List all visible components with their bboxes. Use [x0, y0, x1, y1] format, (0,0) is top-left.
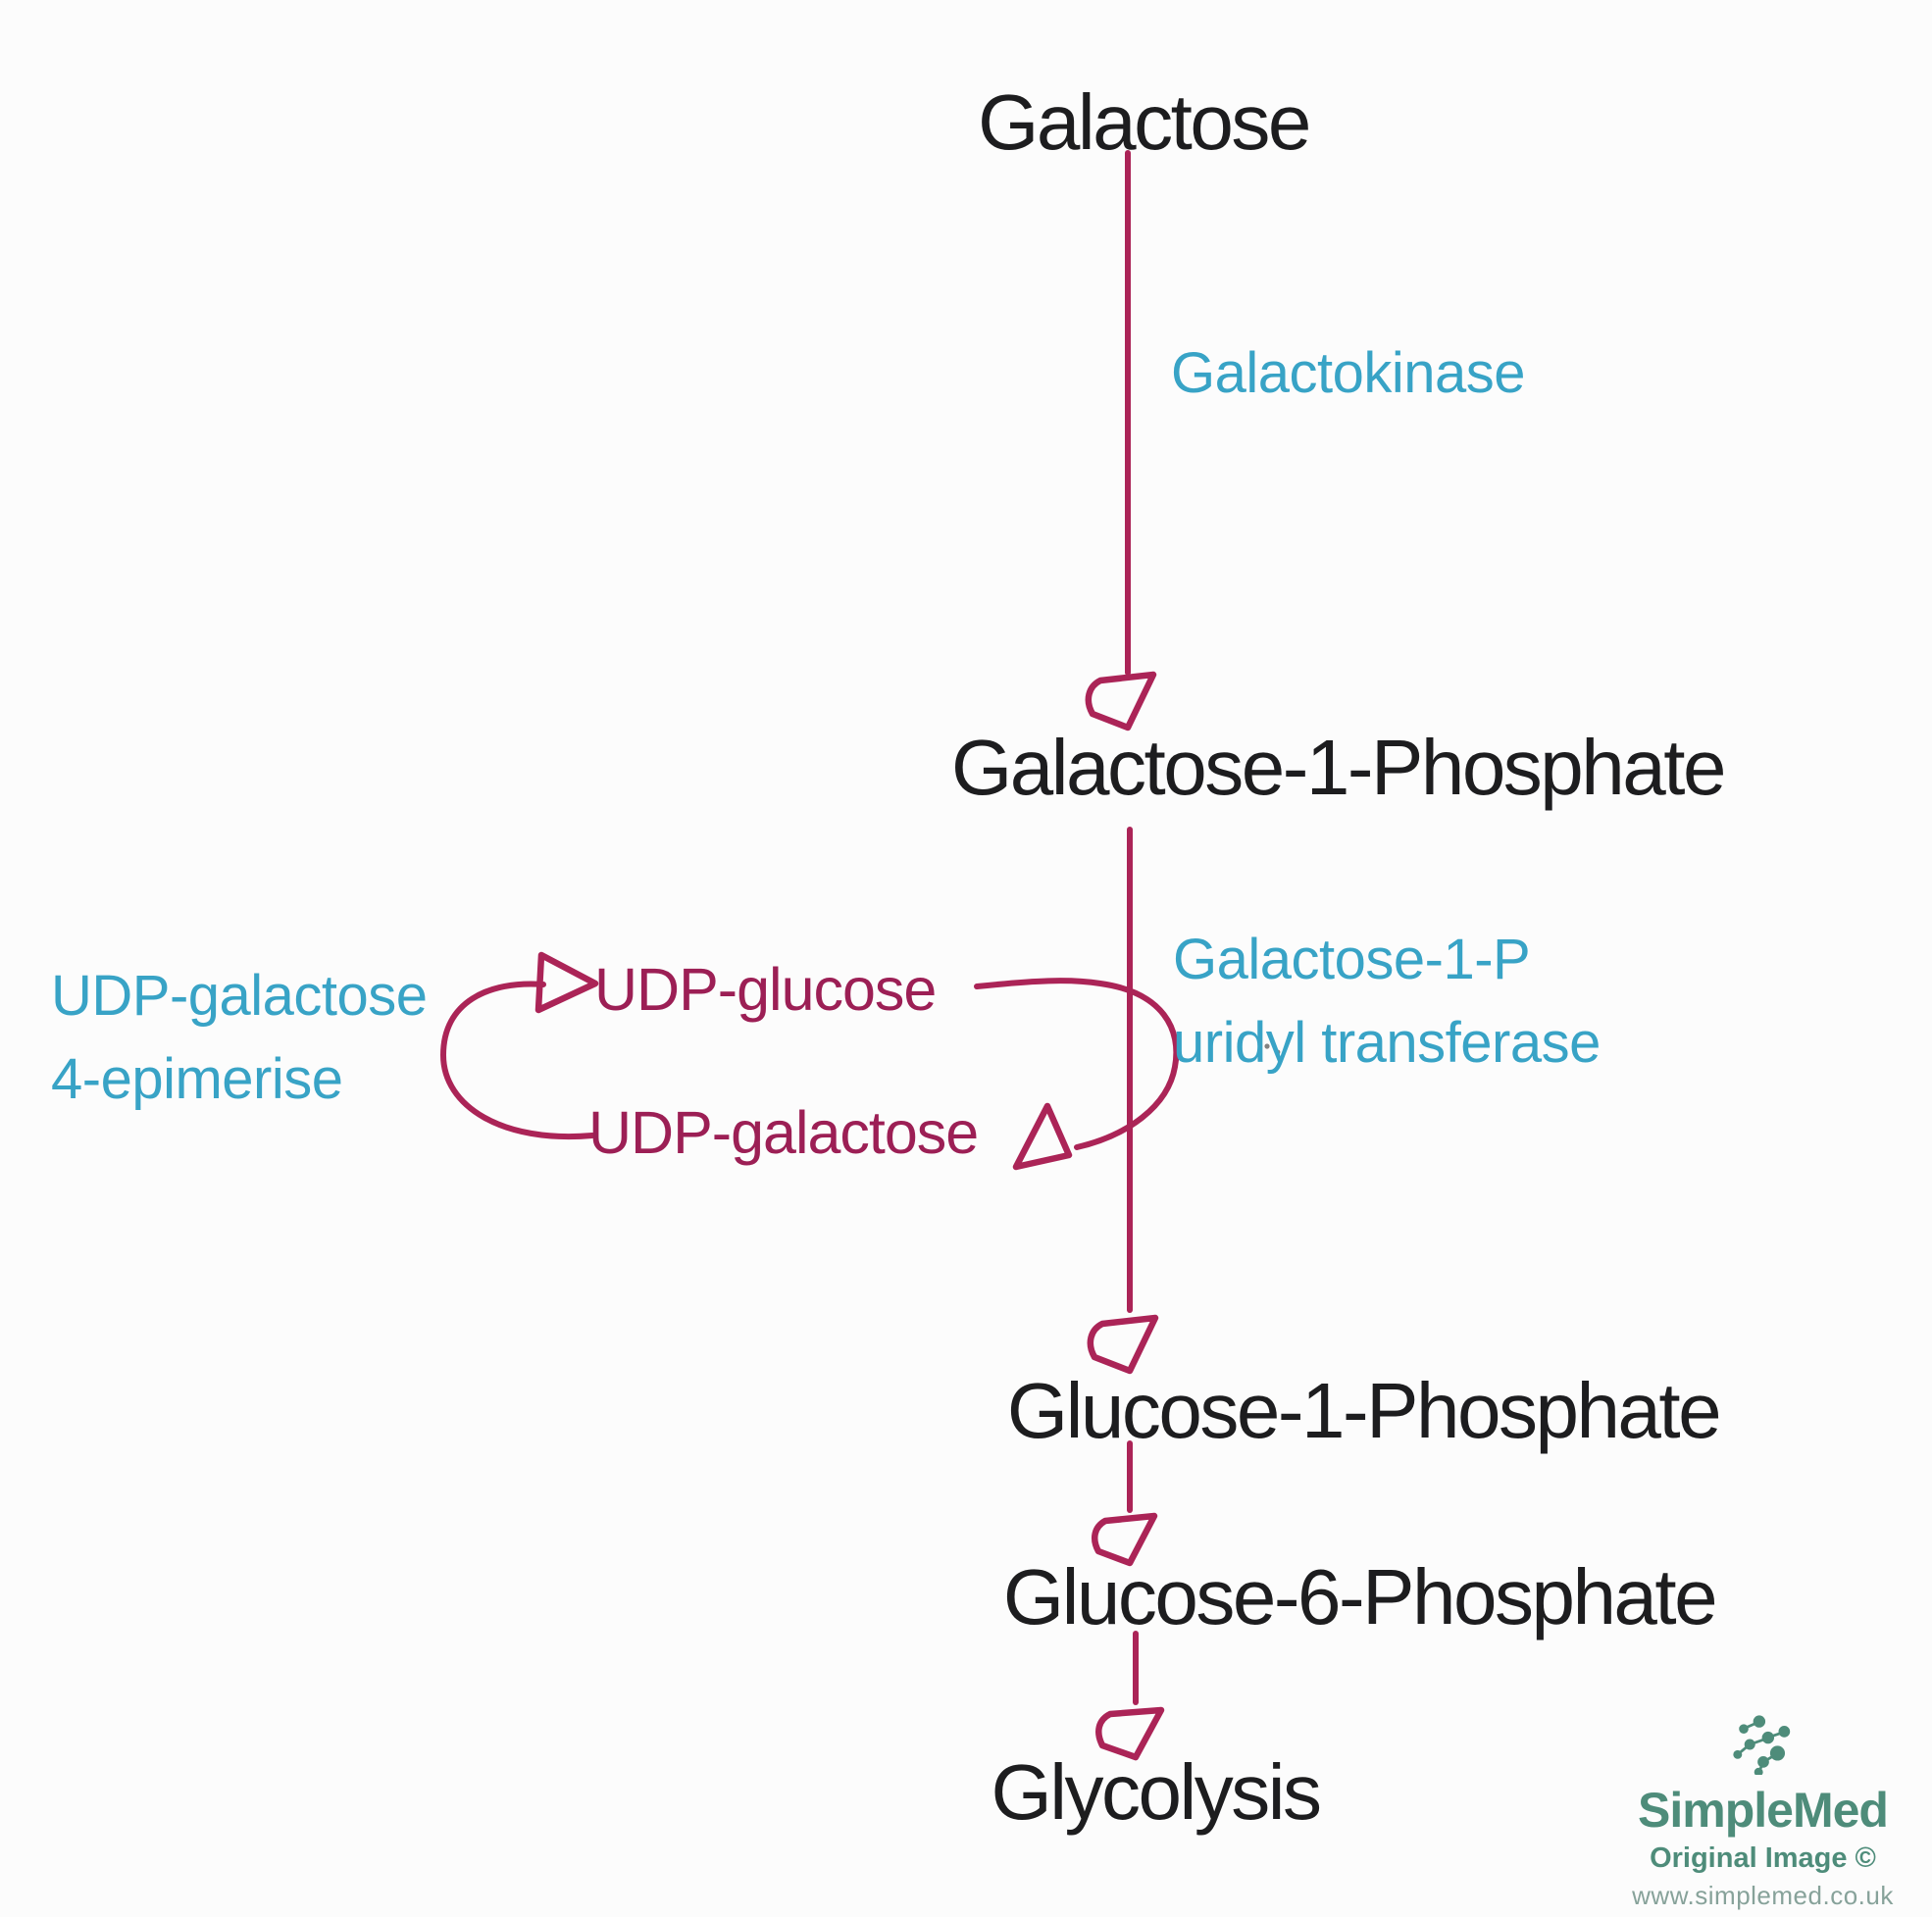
cycle-arrowhead-udp-galactose [1012, 1102, 1073, 1171]
enzyme-uridyl-transferase-line1: Galactose-1-P [1173, 928, 1531, 991]
watermark-url: www.simplemed.co.uk [1632, 1881, 1894, 1911]
enzyme-uridyl-transferase: Galactose-1-P uridyl transferase [1173, 918, 1601, 1085]
arrowhead-gal1p [1085, 671, 1157, 731]
simplemed-molecule-icon [1732, 1715, 1790, 1777]
watermark: SimpleMed Original Image © www.simplemed… [1608, 1714, 1917, 1910]
cycle-udp-galactose: UDP-galactose [588, 1099, 979, 1166]
enzyme-galactokinase: Galactokinase [1171, 341, 1526, 405]
arrowhead-glycolysis [1095, 1706, 1165, 1761]
arrowhead-glc1p [1087, 1314, 1159, 1375]
enzyme-epimerise-line1: UDP-galactose [51, 964, 428, 1028]
node-galactose-1-phosphate: Galactose-1-Phosphate [950, 724, 1727, 811]
cycle-right-arc [974, 978, 1180, 1150]
cycle-udp-glucose: UDP-glucose [594, 956, 937, 1023]
arrowhead-glc6p [1091, 1512, 1158, 1567]
watermark-brand: SimpleMed [1638, 1782, 1889, 1838]
cycle-left-arc [440, 981, 595, 1139]
cycle-arrowhead-udp-glucose [534, 951, 599, 1014]
enzyme-epimerise-line2: 4-epimerise [51, 1047, 343, 1112]
node-glucose-6-phosphate: Glucose-6-Phosphate [1002, 1553, 1718, 1640]
enzyme-udp-galactose-4-epimerise: UDP-galactose 4-epimerise [51, 954, 428, 1122]
node-glucose-1-phosphate: Glucose-1-Phosphate [1006, 1367, 1722, 1454]
enzyme-uridyl-transferase-line2: uridyl transferase [1173, 1011, 1601, 1076]
smudge-artifact [1264, 1039, 1291, 1055]
watermark-attribution: Original Image © [1650, 1841, 1876, 1874]
node-galactose: Galactose [978, 78, 1311, 166]
node-glycolysis: Glycolysis [991, 1748, 1322, 1836]
